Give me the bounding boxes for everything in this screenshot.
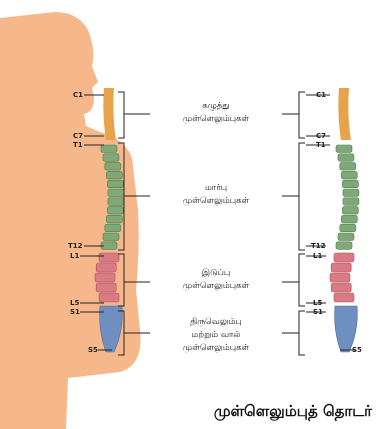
left-label-s5: S5 [88,346,98,354]
left-lumbar-vertebra [99,293,119,302]
right-lumbar-vertebra [331,263,351,272]
region-thoracic-line2: முள்ளெலும்புகள் [183,196,251,206]
left-thoracic-vertebra [103,154,119,162]
region-sacral-line3: முள்ளெலும்புகள் [183,343,251,353]
region-cervical-line1: கழுத்து [202,101,229,111]
region-sacral-line1: திருவெலும்பு [190,317,242,327]
right-thoracic-vertebra [336,242,352,250]
right-thoracic-vertebra [343,189,359,197]
region-lumbar-line2: முள்ளெலும்புகள் [183,281,251,291]
left-label-l1: L1 [70,252,79,260]
left-thoracic-vertebra [108,189,124,197]
right-thoracic-vertebra [342,180,358,188]
left-label-t1: T1 [73,141,83,149]
left-thoracic-vertebra [105,224,121,232]
left-label-l5: L5 [70,299,79,307]
right-thoracic-vertebra [336,145,352,153]
right-thoracic-vertebra [340,224,356,232]
left-thoracic-vertebra [103,233,119,241]
left-thoracic-vertebra [108,198,124,206]
left-cervical-segment [103,88,116,140]
region-sacral-line2: மற்றும் வால் [192,330,241,340]
region-cervical-line2: முள்ளெலும்புகள் [183,114,251,124]
right-thoracic-vertebra [338,154,354,162]
right-thoracic-vertebra [341,215,357,223]
left-label-t12: T12 [68,242,83,250]
left-thoracic-vertebra [105,163,121,171]
left-thoracic-vertebra [107,180,123,188]
right-thoracic-vertebra [338,233,354,241]
region-labels: கழுத்து முள்ளெலும்புகள் மார்பு முள்ளெலும… [183,101,251,353]
figure-caption: முள்ளெலும்புத் தொடர் [214,402,373,421]
left-thoracic-vertebra [101,145,117,153]
left-label-s1: S1 [70,308,80,316]
left-lumbar-vertebra [95,273,115,282]
right-spine [330,88,359,352]
left-thoracic-vertebra [106,171,122,179]
right-thoracic-vertebra [341,171,357,179]
region-lumbar-line1: இடுப்பு [202,268,231,278]
right-thoracic-vertebra [343,198,359,206]
left-thoracic-vertebra [107,207,123,215]
left-label-c7: C7 [73,132,83,140]
right-cervical-segment [338,88,351,140]
left-lumbar-vertebra [96,283,116,292]
right-brackets [282,92,305,355]
left-lumbar-vertebra [99,253,119,262]
right-lumbar-vertebra [334,293,354,302]
right-lumbar-vertebra [334,253,354,262]
right-thoracic-vertebra [340,163,356,171]
right-thoracic-vertebra [342,207,358,215]
left-thoracic-vertebra [106,215,122,223]
left-label-c1: C1 [73,91,83,99]
left-lumbar-vertebra [96,263,116,272]
right-lumbar-vertebra [331,283,351,292]
right-lumbar-vertebra [330,273,350,282]
region-thoracic-line1: மார்பு [205,183,227,193]
